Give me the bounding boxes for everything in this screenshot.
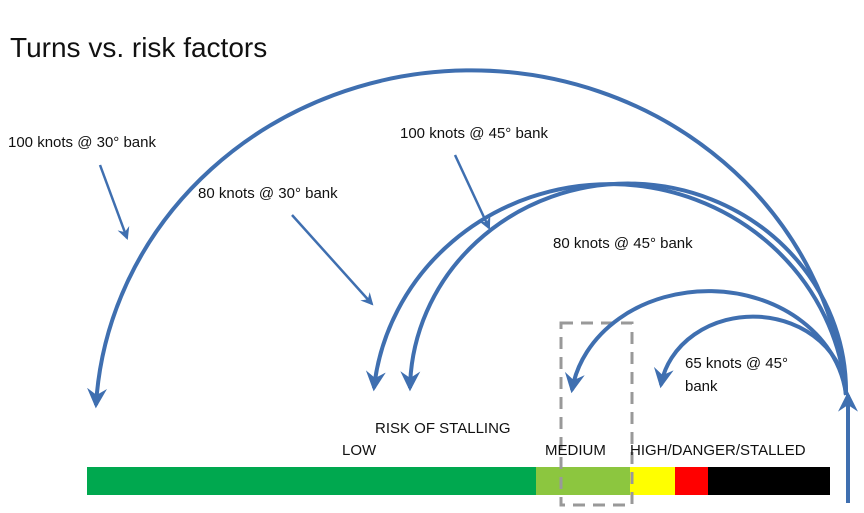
pointer-100kt-30deg — [98, 164, 130, 240]
risk-heading: RISK OF STALLING — [375, 420, 511, 437]
risk-bar-low — [87, 467, 536, 495]
arc-100kt-30deg — [87, 68, 848, 409]
risk-bar-danger-red — [675, 467, 708, 495]
label-65kt-45deg-line1: 65 knots @ 45° — [685, 355, 788, 372]
risk-medium-label: MEDIUM — [545, 442, 606, 459]
risk-bar-high-yellow — [630, 467, 675, 495]
medium-dashed-box — [559, 321, 634, 507]
label-80kt-45deg: 80 knots @ 45° bank — [553, 235, 693, 252]
risk-low-label: LOW — [342, 442, 377, 459]
risk-bar-stalled-black — [708, 467, 830, 495]
label-100kt-30deg: 100 knots @ 30° bank — [8, 134, 156, 151]
label-65kt-45deg-line2: bank — [685, 378, 718, 395]
pointer-100kt-45deg — [453, 154, 491, 230]
arc-65kt-45deg — [653, 314, 848, 396]
diagram-title: Turns vs. risk factors — [10, 32, 268, 63]
arc-80kt-30deg — [400, 181, 849, 396]
risk-high-label: HIGH/DANGER/STALLED — [630, 442, 806, 459]
pointer-80kt-30deg — [291, 214, 374, 306]
label-100kt-45deg: 100 knots @ 45° bank — [400, 125, 548, 142]
risk-bar-medium — [536, 467, 630, 495]
label-80kt-30deg: 80 knots @ 30° bank — [198, 185, 338, 202]
